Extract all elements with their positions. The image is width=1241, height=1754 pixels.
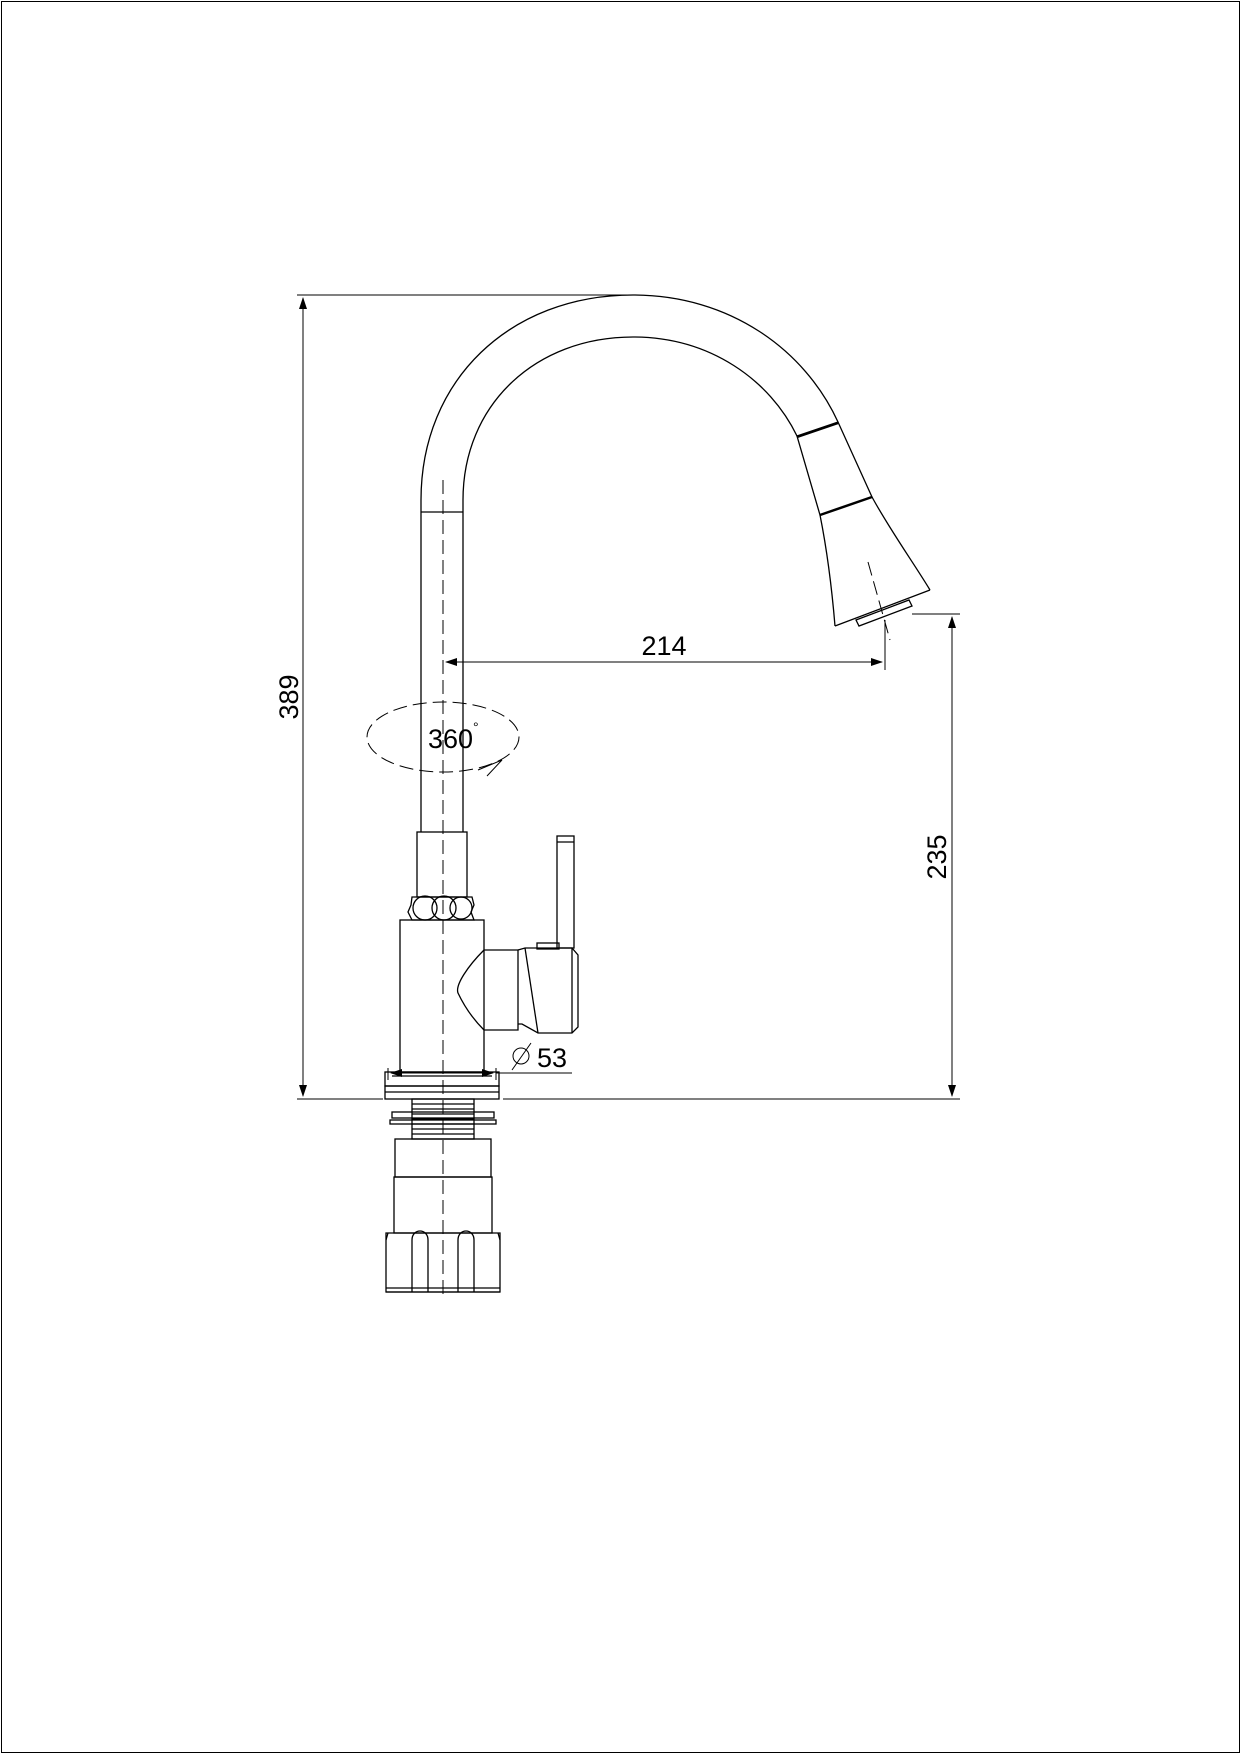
faucet-outline: [384, 294, 931, 1300]
dimension-total-height: 389: [274, 294, 960, 1100]
rotation-degree-label: °: [473, 719, 479, 735]
rotation-label: 360: [428, 724, 473, 754]
dimension-spout-height: 235: [912, 613, 960, 1097]
base-diameter-label: 53: [537, 1043, 567, 1073]
rotation-arrow-icon: [477, 759, 503, 777]
rotation-indicator: 360 °: [366, 701, 520, 777]
dimension-spout-reach: 214: [445, 620, 886, 670]
dimension-base-diameter: 53: [387, 1042, 572, 1080]
spout-height-label: 235: [922, 834, 952, 879]
rotation-ellipse: [366, 701, 520, 773]
total-height-label: 389: [274, 674, 304, 719]
spout-reach-label: 214: [641, 631, 686, 661]
diameter-symbol-icon: [512, 1047, 530, 1065]
